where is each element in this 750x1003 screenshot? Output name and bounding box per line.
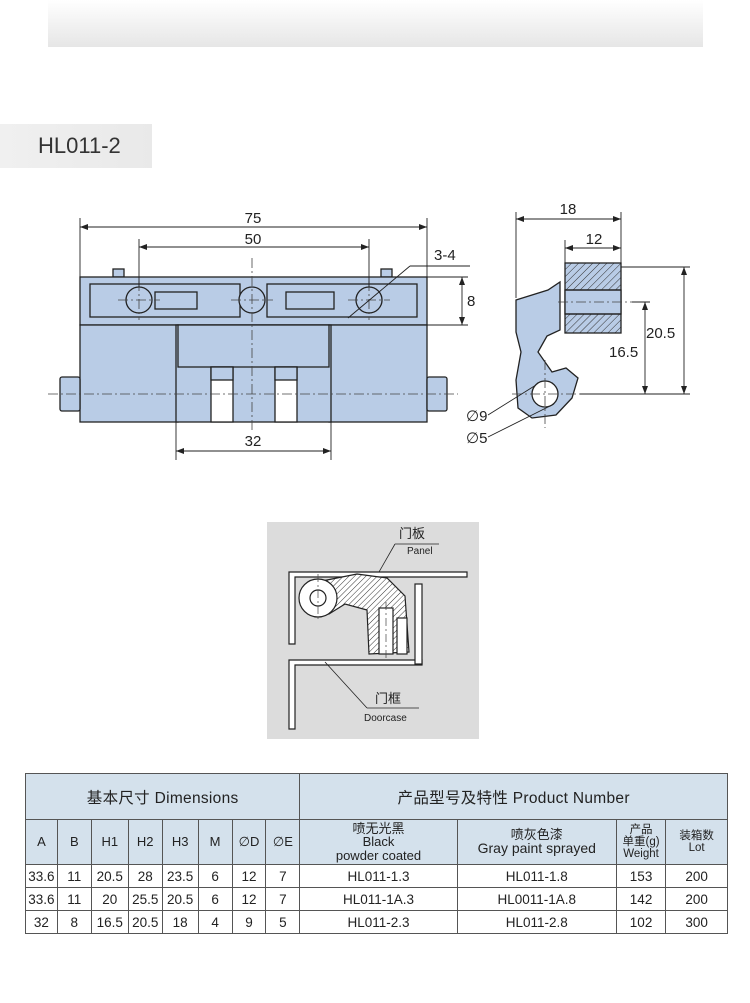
dim-center-width: 32 [245, 433, 262, 450]
col-h2: H2 [127, 819, 163, 865]
cell: 11 [56, 887, 92, 911]
model-code: HL011-2 [38, 133, 121, 158]
col-e: ∅E [265, 819, 301, 865]
cell: 6 [197, 864, 233, 888]
col-m: M [197, 819, 233, 865]
cell: 32 [25, 910, 58, 934]
dim-side-offset: 16.5 [609, 344, 638, 361]
dim-slot-height: 8 [467, 293, 475, 310]
cell: 153 [615, 864, 667, 888]
installation-diagram: 门板 Panel 门框 Doorcase [267, 522, 479, 739]
cell: 7 [265, 864, 301, 888]
cell: 142 [615, 887, 667, 911]
dim-phi-inner: ∅5 [466, 430, 487, 447]
black-en1: Black [362, 834, 395, 850]
cell: 28 [127, 864, 163, 888]
top-banner [48, 0, 703, 47]
cell: 102 [615, 910, 667, 934]
dim-screw: 3-4 [434, 247, 456, 264]
cell: HL011-1.3 [299, 864, 458, 888]
cell: 20 [90, 887, 129, 911]
cell: HL011-2.8 [456, 910, 617, 934]
cell: 33.6 [25, 864, 58, 888]
col-lot: 装箱数 Lot [665, 819, 728, 865]
col-gray-sprayed: 喷灰色漆 Gray paint sprayed [456, 819, 617, 865]
cell: 200 [665, 887, 728, 911]
col-d: ∅D [231, 819, 267, 865]
weight-en: Weight [623, 848, 659, 861]
weight-cn1: 产品 [629, 823, 653, 836]
col-b: B [56, 819, 92, 865]
col-h3: H3 [161, 819, 199, 865]
cell: 7 [265, 887, 301, 911]
cell: 12 [231, 864, 267, 888]
cell: HL011-1A.3 [299, 887, 458, 911]
table-row: 33.6 11 20.5 28 23.5 6 12 7 HL011-1.3 HL… [25, 864, 728, 888]
cell: 6 [197, 887, 233, 911]
model-tab: HL011-2 [0, 124, 152, 168]
front-view [59, 268, 448, 423]
cell: 12 [231, 887, 267, 911]
black-cn: 喷无光黑 [352, 820, 405, 836]
cell: 16.5 [90, 910, 129, 934]
cell: 9 [231, 910, 267, 934]
cell: 18 [161, 910, 199, 934]
dim-hole-spacing: 50 [245, 231, 262, 248]
cell: HL011-2.3 [299, 910, 458, 934]
cell: 8 [56, 910, 92, 934]
cell: 200 [665, 864, 728, 888]
panel-label-cn: 门板 [399, 526, 425, 541]
dim-phi-outer: ∅9 [466, 408, 487, 425]
frame-label-cn: 门框 [375, 691, 401, 706]
black-en2: powder coated [335, 847, 422, 863]
dimensions-header: 基本尺寸 Dimensions [24, 773, 301, 820]
spec-table: 基本尺寸 Dimensions 产品型号及特性 Product Number A… [24, 773, 728, 934]
cell: 25.5 [127, 887, 163, 911]
frame-label-en: Doorcase [364, 713, 407, 724]
technical-drawing: 75 50 3-4 8 32 18 [48, 201, 690, 460]
dim-side-inner: 12 [586, 231, 603, 248]
cell: 4 [197, 910, 233, 934]
cell: 300 [665, 910, 728, 934]
col-weight: 产品 单重(g) Weight [615, 819, 667, 865]
dim-side-width: 18 [560, 201, 577, 218]
lot-en: Lot [688, 842, 705, 854]
table-row: 32 8 16.5 20.5 18 4 9 5 HL011-2.3 HL011-… [25, 910, 728, 934]
table-row: 33.6 11 20 25.5 20.5 6 12 7 HL011-1A.3 H… [25, 887, 728, 911]
gray-cn: 喷灰色漆 [510, 826, 563, 842]
col-a: A [25, 819, 58, 865]
weight-cn2: 单重(g) [622, 835, 660, 848]
cell: 23.5 [161, 864, 199, 888]
cell: 20.5 [90, 864, 129, 888]
lot-cn: 装箱数 [679, 829, 714, 842]
cell: HL0011-1A.8 [456, 887, 617, 911]
dim-overall-width: 75 [245, 210, 262, 227]
cell: 5 [265, 910, 301, 934]
gray-en: Gray paint sprayed [477, 840, 596, 857]
col-black-coated: 喷无光黑 Black powder coated [299, 819, 458, 865]
cell: 11 [56, 864, 92, 888]
cell: 33.6 [25, 887, 58, 911]
cell: 20.5 [127, 910, 163, 934]
dim-side-height: 20.5 [646, 325, 675, 342]
side-view [515, 262, 622, 419]
col-h1: H1 [90, 819, 129, 865]
panel-label-en: Panel [407, 546, 433, 557]
product-number-header: 产品型号及特性 Product Number [299, 773, 728, 820]
cell: HL011-1.8 [456, 864, 617, 888]
cell: 20.5 [161, 887, 199, 911]
